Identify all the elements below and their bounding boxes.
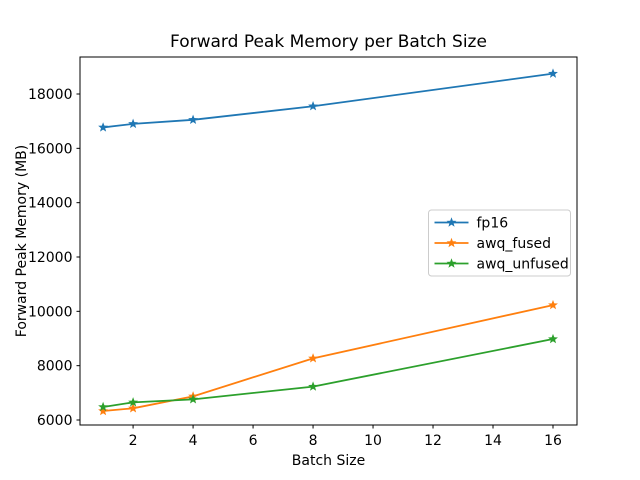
y-tick-label: 14000: [28, 196, 73, 212]
series-line-fp16: [102, 72, 554, 129]
data-point-marker-awq_fused: [548, 299, 558, 310]
x-tick-label: 14: [484, 433, 502, 449]
chart-title: Forward Peak Memory per Batch Size: [170, 32, 487, 52]
data-point-marker-fp16: [128, 118, 139, 129]
plot-area: 2 4 6 8 10 12 14 16 6000 8000 10000 12000 14000 16000…: [28, 56, 578, 449]
legend: fp16 awq_fused awq_unfused: [428, 209, 571, 277]
data-point-marker-awq_fused: [308, 353, 318, 363]
data-point-marker-awq_unfused: [308, 381, 318, 391]
data-point-marker-awq_unfused: [128, 397, 139, 407]
y-tick-label: 16000: [28, 141, 73, 157]
x-tick-label: 10: [364, 433, 382, 449]
axes-spines: [79, 56, 578, 426]
x-tick-label: 2: [129, 433, 138, 449]
y-tick-label: 6000: [37, 413, 73, 429]
series-awq_unfused: [98, 333, 558, 412]
legend-marker-star: [446, 217, 457, 227]
series-fp16: [98, 68, 558, 132]
data-point-marker-fp16: [188, 114, 199, 125]
x-tick-label: 12: [424, 433, 442, 449]
series-line-awq_unfused: [102, 338, 554, 408]
y-axis: 6000 8000 10000 12000 14000 16000 18000: [28, 87, 80, 429]
y-tick-label: 18000: [28, 87, 73, 103]
x-tick-label: 8: [309, 433, 318, 449]
x-axis: 2 4 6 8 10 12 14 16: [129, 425, 562, 449]
legend-box: [428, 209, 571, 277]
data-point-marker-fp16: [548, 68, 558, 78]
x-tick-label: 6: [249, 433, 258, 449]
series-awq_fused: [98, 299, 558, 416]
legend-entry-fp16: fp16: [434, 216, 509, 232]
data-point-marker-awq_fused: [98, 405, 109, 416]
legend-label: awq_fused: [477, 236, 552, 252]
series-line-awq_fused: [102, 304, 554, 412]
legend-label: awq_unfused: [477, 257, 569, 273]
y-tick-label: 8000: [37, 359, 73, 375]
data-point-marker-awq_unfused: [548, 333, 558, 344]
data-point-marker-fp16: [98, 122, 109, 132]
data-point-marker-awq_unfused: [188, 394, 199, 404]
data-point-marker-fp16: [308, 101, 318, 111]
legend-entry-awq_fused: awq_fused: [434, 236, 552, 252]
legend-label: fp16: [477, 216, 509, 232]
data-point-marker-awq_fused: [128, 403, 139, 413]
y-tick-label: 10000: [28, 304, 73, 320]
legend-marker-star: [446, 237, 457, 248]
y-axis-label: Forward Peak Memory (MB): [14, 145, 30, 337]
y-tick-label: 12000: [28, 250, 73, 266]
x-axis-label: Batch Size: [292, 453, 365, 469]
legend-marker-star: [446, 258, 457, 268]
legend-entry-awq_unfused: awq_unfused: [434, 257, 569, 273]
x-tick-label: 4: [189, 433, 198, 449]
x-tick-label: 16: [544, 433, 562, 449]
data-point-marker-awq_unfused: [98, 401, 109, 412]
